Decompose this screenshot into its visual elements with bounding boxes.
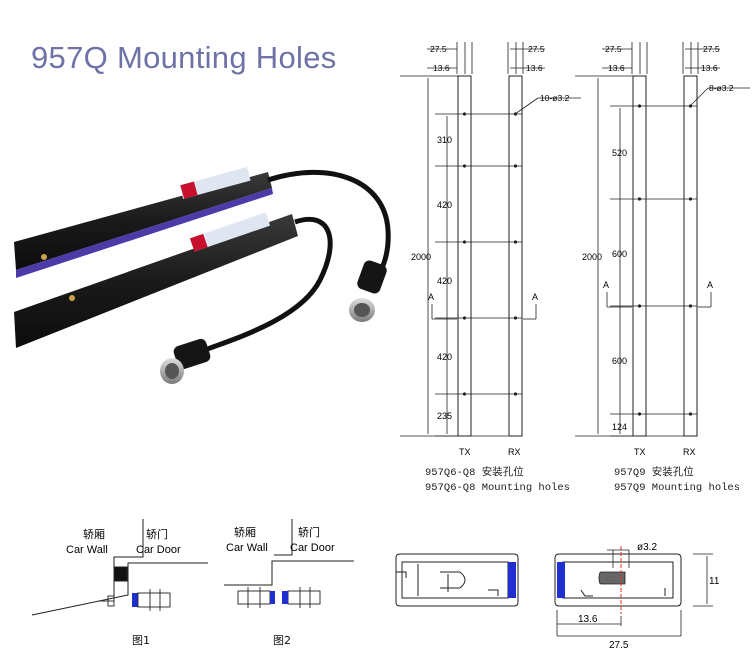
segment-4: 420 — [437, 352, 452, 362]
drawing-957q6-q8: 27.5 27.5 13.6 13.6 2000 310 420 420 420… — [400, 42, 581, 457]
fig1-car-wall-cn: 轿厢 — [83, 527, 105, 541]
tx-label: TX — [634, 447, 646, 457]
rx-label: RX — [683, 447, 696, 457]
dim-top-a-left: 27.5 — [430, 44, 447, 54]
page-title: 957Q Mounting Holes — [31, 40, 337, 75]
fig2-car-wall-en: Car Wall — [226, 542, 268, 554]
drawing-957q9: 27.5 27.5 13.6 13.6 2000 520 600 600 124… — [575, 42, 750, 457]
dim-top-a-right: 27.5 — [703, 44, 720, 54]
figure-1-label: 图1 — [132, 634, 150, 647]
segment-1: 520 — [612, 148, 627, 158]
section-mark-right: A — [707, 280, 713, 290]
dim-top-b-right: 13.6 — [526, 63, 543, 73]
hole-diameter: ø3.2 — [637, 542, 657, 553]
product-photo — [14, 166, 391, 384]
dim-height: 11 — [709, 576, 720, 587]
rx-label: RX — [508, 447, 521, 457]
segment-3: 420 — [437, 276, 452, 286]
figure-2-diagram: 轿厢 Car Wall 轿门 Car Door — [224, 519, 354, 608]
light-curtain-bar-lower — [14, 212, 298, 348]
caption-left: 957Q6-Q8 安装孔位 957Q6-Q8 Mounting holes — [425, 466, 570, 496]
dim-top-b-right: 13.6 — [701, 63, 718, 73]
dim-top-b-left: 13.6 — [608, 63, 625, 73]
profile-section-plain — [395, 553, 519, 607]
dim-top-a-left: 27.5 — [605, 44, 622, 54]
connector-left — [160, 338, 211, 384]
caption-right: 957Q9 安装孔位 957Q9 Mounting holes — [614, 466, 740, 496]
light-curtain-bar-upper — [14, 166, 273, 278]
segment-2: 420 — [437, 200, 452, 210]
dim-top-a-right: 27.5 — [528, 44, 545, 54]
caption-right-en: 957Q9 Mounting holes — [614, 482, 741, 494]
segment-3: 600 — [612, 356, 627, 366]
dim-center: 13.6 — [578, 614, 598, 625]
caption-left-cn: 957Q6-Q8 安装孔位 — [425, 467, 524, 479]
segment-1: 310 — [437, 135, 452, 145]
total-length: 2000 — [411, 252, 431, 262]
segment-5: 235 — [437, 411, 452, 421]
hole-note: 10-ø3.2 — [540, 93, 570, 103]
figure-2-label: 图2 — [273, 634, 291, 647]
fig2-car-door-cn: 轿门 — [298, 525, 320, 539]
section-mark-right: A — [532, 292, 538, 302]
segment-4: 124 — [612, 422, 627, 432]
tx-label: TX — [459, 447, 471, 457]
figure-1-diagram: 轿厢 Car Wall 轿门 Car Door — [31, 519, 208, 616]
fig2-car-door-en: Car Door — [290, 542, 335, 554]
profile-section-dimensioned: ø3.2 11 13.6 27.5 — [554, 542, 720, 650]
fig1-car-door-cn: 轿门 — [146, 527, 168, 541]
caption-right-cn: 957Q9 安装孔位 — [614, 467, 694, 479]
dim-top-b-left: 13.6 — [433, 63, 450, 73]
fig1-car-door-en: Car Door — [136, 544, 181, 556]
caption-left-en: 957Q6-Q8 Mounting holes — [425, 482, 570, 494]
section-mark-left: A — [428, 292, 434, 302]
fig2-car-wall-cn: 轿厢 — [234, 525, 256, 539]
total-length: 2000 — [582, 252, 602, 262]
dim-width: 27.5 — [609, 640, 629, 650]
fig1-car-wall-en: Car Wall — [66, 544, 108, 556]
connector-right — [349, 260, 387, 322]
segment-2: 600 — [612, 249, 627, 259]
section-mark-left: A — [603, 280, 609, 290]
hole-note: 8-ø3.2 — [709, 83, 734, 93]
